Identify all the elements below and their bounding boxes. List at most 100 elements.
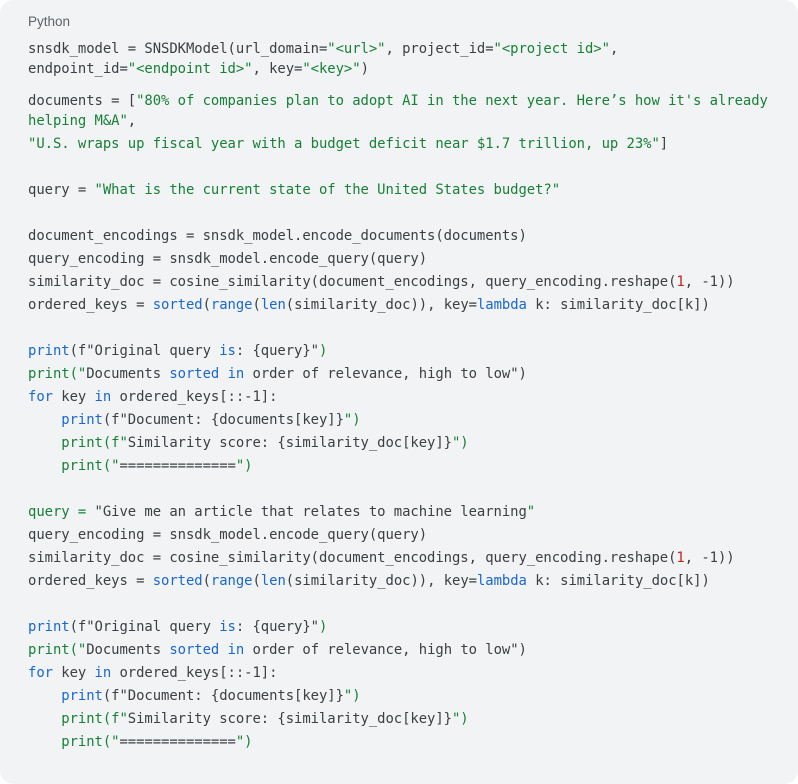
code-line: print(f"Document: {documents[key]}") — [28, 409, 768, 432]
code-line: query_encoding = snsdk_model.encode_quer… — [28, 248, 768, 271]
code-token: "<endpoint id>" — [127, 61, 253, 77]
code-token: ") — [451, 711, 469, 727]
code-token: documents = [ — [28, 93, 137, 109]
code-token: is — [219, 343, 236, 359]
code-token — [219, 642, 227, 658]
code-token: len — [260, 573, 286, 589]
code-line: ordered_keys = sorted(range(len(similari… — [28, 294, 768, 317]
code-token — [219, 366, 227, 382]
code-token: print — [28, 343, 70, 359]
code-token: ) — [319, 343, 328, 359]
code-line: print(f"Similarity score: {similarity_do… — [28, 708, 768, 731]
code-token: ") — [235, 458, 253, 474]
code-line: document_encodings = snsdk_model.encode_… — [28, 225, 768, 248]
code-token: ] — [659, 136, 669, 152]
code-token: sorted — [152, 573, 203, 589]
code-token: , — [127, 113, 137, 129]
code-token: ============== — [119, 458, 236, 474]
code-token: lambda — [476, 573, 527, 589]
code-token: in — [94, 389, 112, 405]
code-token: ) — [360, 61, 369, 77]
code-line: print(f"Original query is: {query}") — [28, 340, 768, 363]
blank-line — [28, 593, 768, 616]
code-token: endpoint_id= — [28, 61, 128, 77]
code-token: (f"Document: {documents[key]} — [102, 688, 344, 704]
code-token: similarity_doc = cosine_similarity(docum… — [28, 274, 677, 290]
code-token: ordered_keys = — [28, 573, 153, 589]
code-token: is — [219, 619, 236, 635]
code-token: print(" — [61, 734, 120, 750]
code-token: ( — [252, 297, 261, 313]
code-token: ordered_keys[::-1]: — [111, 389, 278, 405]
code-line: endpoint_id="<endpoint id>", key="<key>"… — [28, 58, 768, 81]
code-token: order of relevance, high to low") — [244, 366, 527, 382]
code-token: document_encodings = snsdk_model.encode_… — [28, 228, 527, 244]
code-token: "80% of companies plan to adopt AI in th… — [136, 93, 768, 109]
code-token: , -1)) — [684, 550, 735, 566]
code-content[interactable]: snsdk_model = SNSDKModel(url_domain="<ur… — [28, 40, 768, 754]
code-token: ) — [319, 619, 328, 635]
code-token: "<url>" — [327, 41, 386, 57]
code-token: k: similarity_doc[k]) — [526, 573, 710, 589]
blank-line — [28, 81, 768, 92]
code-token: ( — [252, 573, 261, 589]
code-line: ordered_keys = sorted(range(len(similari… — [28, 570, 768, 593]
code-token — [28, 688, 61, 704]
code-token: , — [609, 41, 619, 57]
code-line: helping M&A", — [28, 110, 768, 133]
code-token: for — [28, 389, 53, 405]
code-token: : {query}" — [235, 619, 319, 635]
code-token: : {query}" — [235, 343, 319, 359]
code-token: 1 — [676, 274, 685, 290]
code-line: for key in ordered_keys[::-1]: — [28, 386, 768, 409]
code-token: in — [94, 665, 112, 681]
code-token: print(" — [28, 642, 87, 658]
code-line: print("==============") — [28, 455, 768, 478]
code-token: ordered_keys = — [28, 297, 153, 313]
code-token: print(f" — [61, 711, 128, 727]
code-token: key — [52, 665, 95, 681]
code-token: print(" — [61, 458, 120, 474]
code-token: ordered_keys[::-1]: — [111, 665, 278, 681]
code-token: (f"Original query — [69, 343, 220, 359]
code-token: (f"Document: {documents[key]} — [102, 412, 344, 428]
code-token: k: similarity_doc[k]) — [526, 297, 710, 313]
code-token: key — [52, 389, 95, 405]
code-token — [28, 711, 61, 727]
code-token: 1 — [676, 550, 685, 566]
code-token: ") — [343, 688, 361, 704]
code-line: for key in ordered_keys[::-1]: — [28, 662, 768, 685]
blank-line — [28, 317, 768, 340]
code-token: "<key>" — [302, 61, 361, 77]
code-token: query_encoding = snsdk_model.encode_quer… — [28, 251, 428, 267]
code-token: ============== — [119, 734, 236, 750]
code-line: similarity_doc = cosine_similarity(docum… — [28, 547, 768, 570]
code-token: order of relevance, high to low") — [244, 642, 527, 658]
code-token: Documents — [86, 366, 170, 382]
code-line: print("Documents sorted in order of rele… — [28, 639, 768, 662]
code-line: print(f"Original query is: {query}") — [28, 616, 768, 639]
code-token: range — [210, 573, 253, 589]
code-token — [28, 458, 61, 474]
code-token: Similarity score: {similarity_doc[key]} — [127, 435, 452, 451]
code-line: print("Documents sorted in order of rele… — [28, 363, 768, 386]
code-line: query = "What is the current state of th… — [28, 179, 768, 202]
code-token: , project_id= — [385, 41, 494, 57]
code-token: snsdk_model = SNSDKModel(url_domain= — [28, 41, 328, 57]
code-token: sorted — [169, 366, 220, 382]
code-token — [28, 412, 61, 428]
code-token: print — [61, 688, 103, 704]
code-token: "Give me an article that relates to mach… — [94, 504, 527, 520]
code-token: range — [210, 297, 253, 313]
code-token: query = — [28, 504, 95, 520]
code-line: print("==============") — [28, 731, 768, 754]
code-token: for — [28, 665, 53, 681]
code-token: "What is the current state of the United… — [94, 182, 561, 198]
code-token: (similarity_doc)), key= — [285, 573, 477, 589]
code-token: "<project id>" — [493, 41, 610, 57]
code-token: " — [526, 504, 536, 520]
code-token: helping M&A" — [28, 113, 128, 129]
code-token: in — [227, 366, 245, 382]
code-token: print(" — [28, 366, 87, 382]
code-token: similarity_doc = cosine_similarity(docum… — [28, 550, 677, 566]
